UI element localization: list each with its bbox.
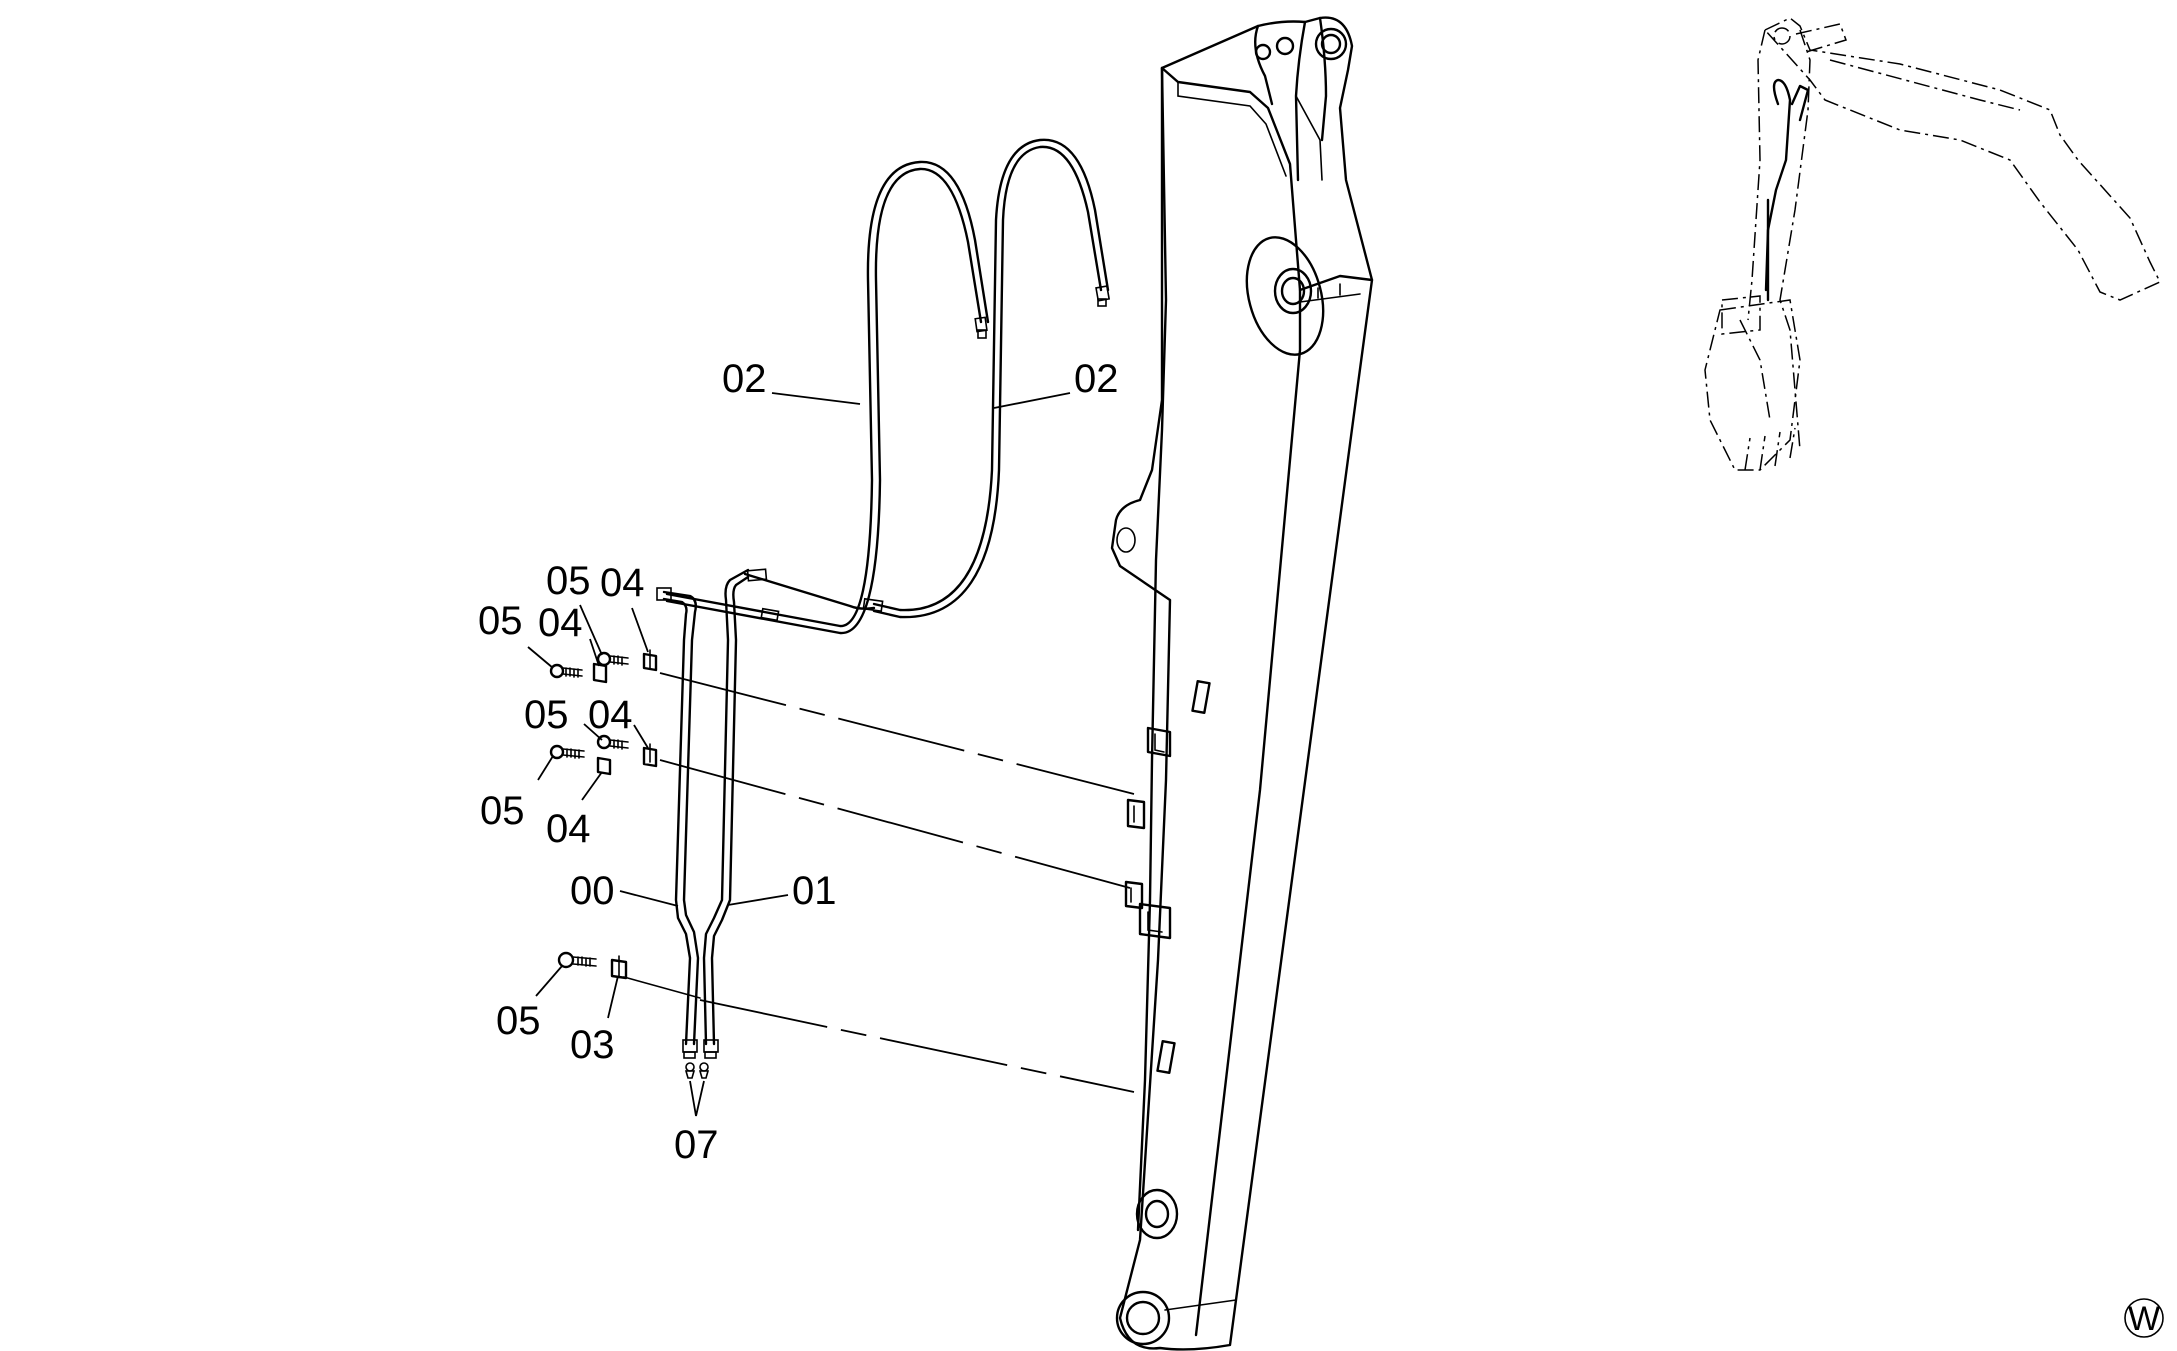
label-05-b: 05: [546, 559, 591, 603]
label-03: 03: [570, 1023, 615, 1067]
bolt-05-clamp-03-group: [557, 951, 628, 980]
label-02-left: 02: [722, 357, 767, 401]
excavator-overview-icon: [1704, 17, 2162, 471]
label-01: 01: [792, 869, 837, 913]
label-04-c: 04: [588, 693, 633, 737]
label-04-d: 04: [546, 807, 591, 851]
label-07: 07: [674, 1123, 719, 1167]
callout-labels: 02 02 05 04 05 04 05 04 05 04 00 01 05 0…: [478, 357, 1119, 1167]
bolt-05-clamp-04-group-1: [549, 649, 658, 684]
hose-02-left: [665, 160, 990, 635]
bolt-05-clamp-04-group-2: [549, 734, 658, 776]
watermark-letter: W: [2128, 1300, 2160, 1338]
label-05-d: 05: [480, 789, 525, 833]
label-02-right: 02: [1074, 357, 1119, 401]
leader-lines: [527, 392, 1071, 1117]
fitting-07: [684, 1062, 710, 1079]
assembly-lines: [623, 672, 1135, 1093]
hose-02-right: [743, 138, 1111, 619]
label-04-b: 04: [600, 561, 645, 605]
excavator-arm-icon: [1110, 16, 1374, 1351]
label-04-a: 04: [538, 601, 583, 645]
pipe-00: [662, 590, 700, 1059]
w-circle-icon: W: [2124, 1298, 2164, 1338]
label-05-e: 05: [496, 999, 541, 1043]
label-05-c: 05: [524, 693, 569, 737]
label-00: 00: [570, 869, 615, 913]
pipe-01: [656, 568, 768, 1059]
label-05-a: 05: [478, 599, 523, 643]
